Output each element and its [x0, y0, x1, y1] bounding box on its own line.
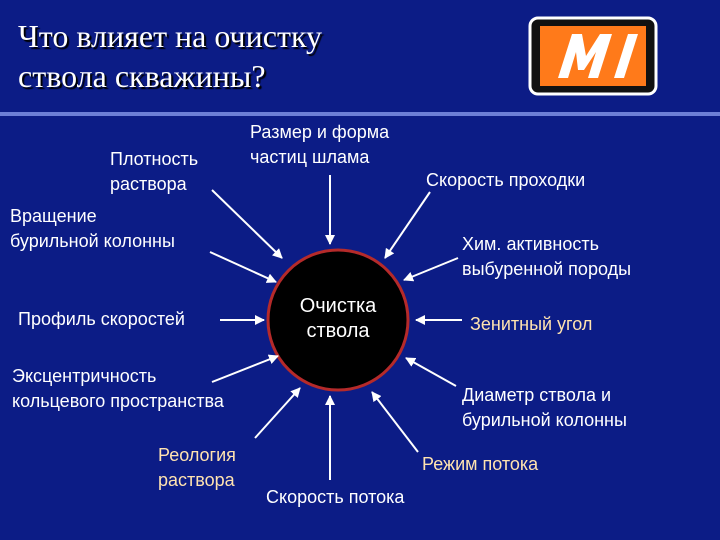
arrow-diameter	[405, 357, 457, 387]
label-rheology: Реология раствора	[158, 445, 236, 490]
label-flow-velocity: Скорость потока	[266, 487, 405, 507]
label-flow-regime: Режим потока	[422, 454, 539, 474]
label-density: Плотность раствора	[110, 149, 199, 194]
arrow-rop	[384, 191, 431, 259]
label-rotation: Вращение бурильной колонны	[10, 206, 175, 251]
label-velocity-profile: Профиль скоростей	[18, 309, 185, 329]
label-chem-activity: Хим. активность выбуренной породы	[462, 234, 632, 279]
label-eccentricity: Эксцентричность кольцевого пространства	[12, 366, 224, 411]
label-diameter: Диаметр ствола и бурильной колонны	[462, 385, 627, 430]
arrow-density	[211, 189, 283, 259]
arrow-flow-regime	[371, 391, 419, 453]
arrow-rheology	[254, 387, 301, 439]
arrow-rotation	[209, 251, 277, 283]
title-divider	[0, 112, 720, 116]
mi-logo	[528, 16, 658, 96]
arrow-chem-activity	[403, 257, 459, 282]
arrow-eccentricity	[211, 354, 279, 383]
center-circle	[266, 248, 410, 392]
label-inclination: Зенитный угол	[470, 314, 593, 334]
slide-title: Что влияет на очистку ствола скважины?	[18, 18, 323, 94]
center-label: Очистка ствола	[299, 295, 377, 342]
label-size-shape: Размер и форма частиц шлама	[250, 122, 390, 167]
label-rop: Скорость проходки	[426, 170, 586, 190]
